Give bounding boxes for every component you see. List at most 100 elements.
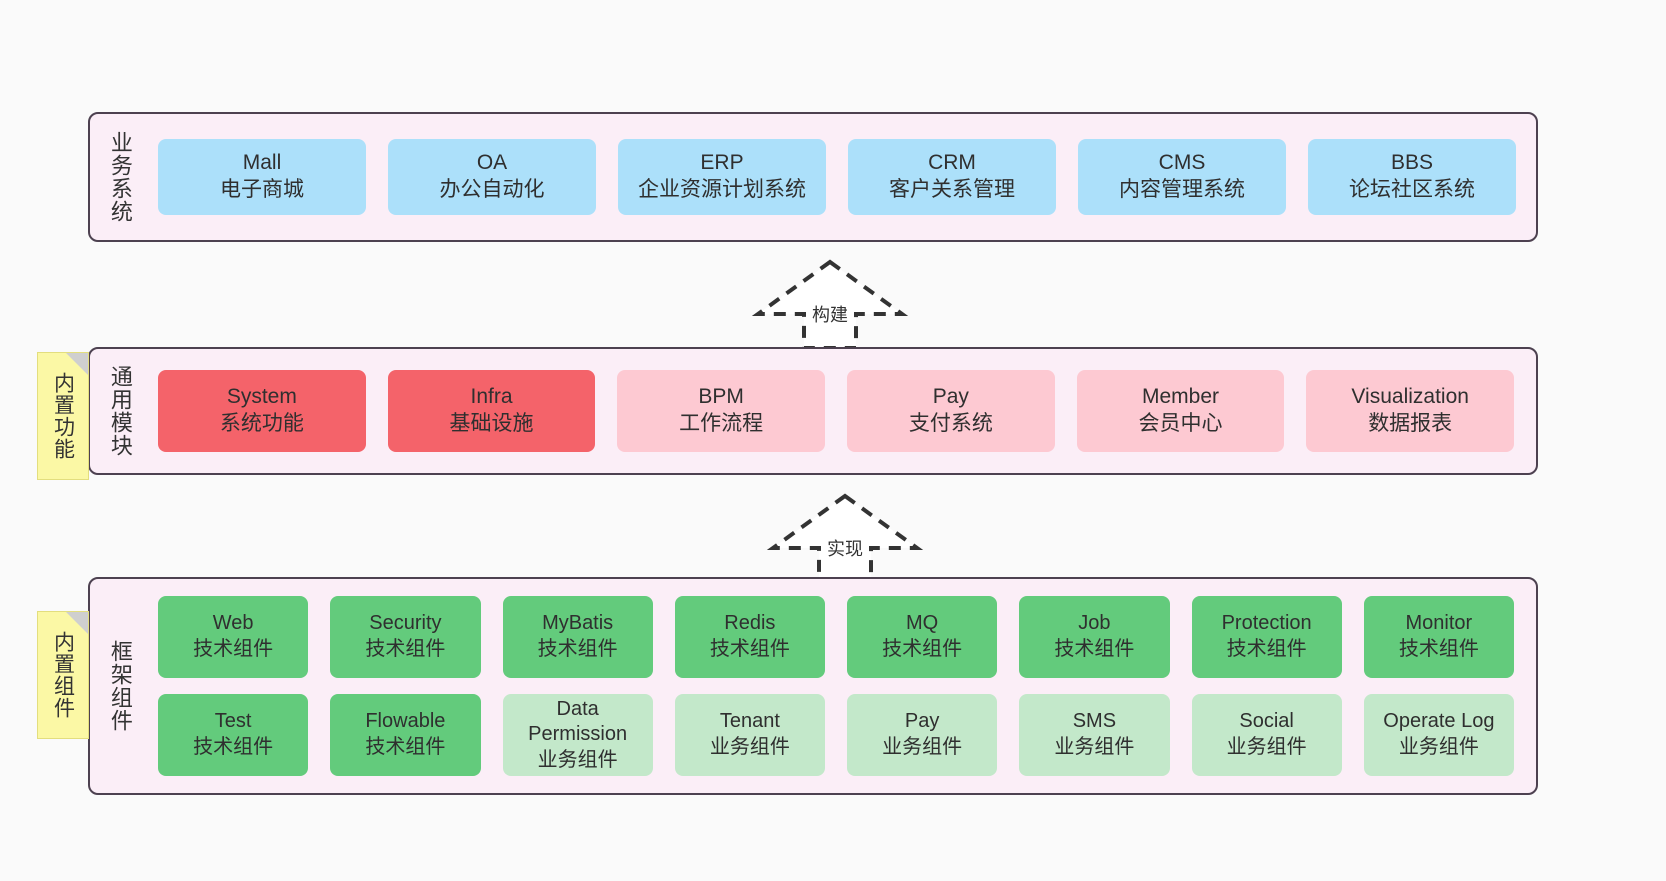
card-title-en: Member: [1142, 385, 1220, 409]
framework-components-row-business: Test 技术组件 Flowable 技术组件 Data Permission …: [158, 694, 1514, 776]
note-fold-corner-icon: [66, 612, 88, 634]
card-title-cn: 技术组件: [1398, 638, 1479, 660]
card-title-cn: 技术组件: [193, 736, 274, 758]
layer-body-common-modules: System 系统功能 Infra 基础设施 BPM 工作流程 Pay 支付系统…: [140, 349, 1536, 473]
card-title-cn: 论坛社区系统: [1349, 178, 1475, 201]
card-title-cn: 系统功能: [219, 412, 304, 435]
card-title-cn: 技术组件: [365, 638, 446, 660]
card-data-permission[interactable]: Data Permission 业务组件: [502, 694, 653, 776]
card-title-en: Flowable: [365, 710, 446, 733]
card-title-en: Test: [214, 710, 252, 733]
card-title-en: Protection: [1221, 612, 1312, 635]
card-title-en: Monitor: [1405, 612, 1473, 635]
connector-realize: 实现: [765, 492, 925, 584]
card-operate-log[interactable]: Operate Log 业务组件: [1363, 694, 1514, 776]
card-title-cn: 企业资源计划系统: [638, 178, 806, 201]
layer-framework-components: 框架组件 Web 技术组件 Security 技术组件 MyBatis 技术组件…: [88, 577, 1538, 795]
card-title-en: Pay: [932, 385, 969, 409]
card-security[interactable]: Security 技术组件: [330, 596, 481, 678]
card-redis[interactable]: Redis 技术组件: [674, 596, 825, 678]
note-builtin-components: 内置组件: [37, 611, 89, 739]
card-mybatis[interactable]: MyBatis 技术组件: [502, 596, 653, 678]
card-title-en: CMS: [1158, 151, 1206, 175]
card-mall[interactable]: Mall 电子商城: [158, 139, 366, 215]
card-title-cn: 技术组件: [1226, 638, 1307, 660]
card-visualization[interactable]: Visualization 数据报表: [1306, 370, 1515, 452]
card-flowable[interactable]: Flowable 技术组件: [330, 694, 481, 776]
business-systems-row: Mall 电子商城 OA 办公自动化 ERP 企业资源计划系统 CRM 客户关系…: [158, 139, 1516, 215]
card-monitor[interactable]: Monitor 技术组件: [1363, 596, 1514, 678]
card-title-cn: 技术组件: [709, 638, 790, 660]
card-oa[interactable]: OA 办公自动化: [388, 139, 596, 215]
card-bbs[interactable]: BBS 论坛社区系统: [1308, 139, 1516, 215]
card-web[interactable]: Web 技术组件: [158, 596, 309, 678]
layer-title-framework-components: 框架组件: [107, 640, 133, 732]
card-title-cn: 业务组件: [1226, 736, 1307, 758]
card-sms[interactable]: SMS 业务组件: [1019, 694, 1170, 776]
framework-components-row-technical: Web 技术组件 Security 技术组件 MyBatis 技术组件 Redi…: [158, 596, 1514, 678]
card-title-en: System: [226, 385, 297, 409]
card-mq[interactable]: MQ 技术组件: [847, 596, 998, 678]
card-title-cn: 会员中心: [1138, 412, 1223, 435]
card-title-cn: 技术组件: [882, 638, 963, 660]
note-fold-corner-icon: [66, 353, 88, 375]
common-modules-row: System 系统功能 Infra 基础设施 BPM 工作流程 Pay 支付系统…: [158, 370, 1515, 452]
card-title-cn: 技术组件: [537, 638, 618, 660]
card-title-cn: 业务组件: [709, 736, 790, 758]
card-title-cn: 业务组件: [537, 748, 618, 771]
note-label: 内置功能: [51, 372, 75, 460]
card-title-cn: 客户关系管理: [889, 178, 1015, 201]
card-title-en: MyBatis: [542, 612, 614, 635]
card-erp[interactable]: ERP 企业资源计划系统: [618, 139, 826, 215]
note-label: 内置组件: [51, 631, 75, 719]
card-title-cn: 工作流程: [679, 412, 764, 435]
layer-common-modules: 通用模块 System 系统功能 Infra 基础设施 BPM 工作流程 Pay…: [88, 347, 1538, 475]
card-system[interactable]: System 系统功能: [158, 370, 366, 452]
card-pay-component[interactable]: Pay 业务组件: [847, 694, 998, 776]
card-title-en: CRM: [928, 151, 976, 175]
card-infra[interactable]: Infra 基础设施: [387, 370, 596, 452]
card-title-en: Pay: [904, 710, 940, 733]
card-title-en: Visualization: [1351, 385, 1469, 409]
card-title-en: Data Permission: [528, 697, 628, 746]
card-protection[interactable]: Protection 技术组件: [1191, 596, 1342, 678]
card-title-en: ERP: [700, 151, 744, 175]
card-title-cn: 数据报表: [1368, 412, 1453, 435]
card-title-en: Infra: [470, 385, 513, 409]
card-title-en: Security: [369, 612, 442, 635]
card-title-en: Operate Log: [1383, 710, 1495, 733]
layer-title-business-systems: 业务系统: [107, 131, 133, 223]
card-title-en: Social: [1239, 710, 1294, 733]
card-tenant[interactable]: Tenant 业务组件: [674, 694, 825, 776]
card-cms[interactable]: CMS 内容管理系统: [1078, 139, 1286, 215]
card-title-cn: 技术组件: [193, 638, 274, 660]
card-social[interactable]: Social 业务组件: [1191, 694, 1342, 776]
card-title-en: Web: [212, 612, 254, 635]
card-title-cn: 内容管理系统: [1119, 178, 1245, 201]
card-title-en: BBS: [1390, 151, 1434, 175]
card-title-en: Mall: [242, 151, 282, 175]
card-title-en: OA: [476, 151, 508, 175]
card-title-cn: 业务组件: [882, 736, 963, 758]
card-member[interactable]: Member 会员中心: [1076, 370, 1285, 452]
card-title-cn: 基础设施: [449, 412, 534, 435]
card-title-cn: 电子商城: [220, 178, 304, 201]
layer-body-business-systems: Mall 电子商城 OA 办公自动化 ERP 企业资源计划系统 CRM 客户关系…: [140, 114, 1536, 240]
card-pay-module[interactable]: Pay 支付系统: [847, 370, 1055, 452]
card-title-cn: 支付系统: [908, 412, 993, 435]
card-title-en: Tenant: [719, 710, 780, 733]
card-test[interactable]: Test 技术组件: [158, 694, 309, 776]
card-job[interactable]: Job 技术组件: [1019, 596, 1170, 678]
card-title-cn: 办公自动化: [439, 178, 545, 201]
card-title-cn: 业务组件: [1398, 736, 1479, 758]
card-title-en: Redis: [724, 612, 776, 635]
card-bpm[interactable]: BPM 工作流程: [617, 370, 826, 452]
card-title-en: Job: [1078, 612, 1111, 635]
layer-business-systems: 业务系统 Mall 电子商城 OA 办公自动化 ERP 企业资源计划系统 CRM…: [88, 112, 1538, 242]
card-title-cn: 业务组件: [1054, 736, 1135, 758]
note-builtin-features: 内置功能: [37, 352, 89, 480]
card-crm[interactable]: CRM 客户关系管理: [848, 139, 1056, 215]
card-title-cn: 技术组件: [365, 736, 446, 758]
card-title-en: SMS: [1072, 710, 1117, 733]
